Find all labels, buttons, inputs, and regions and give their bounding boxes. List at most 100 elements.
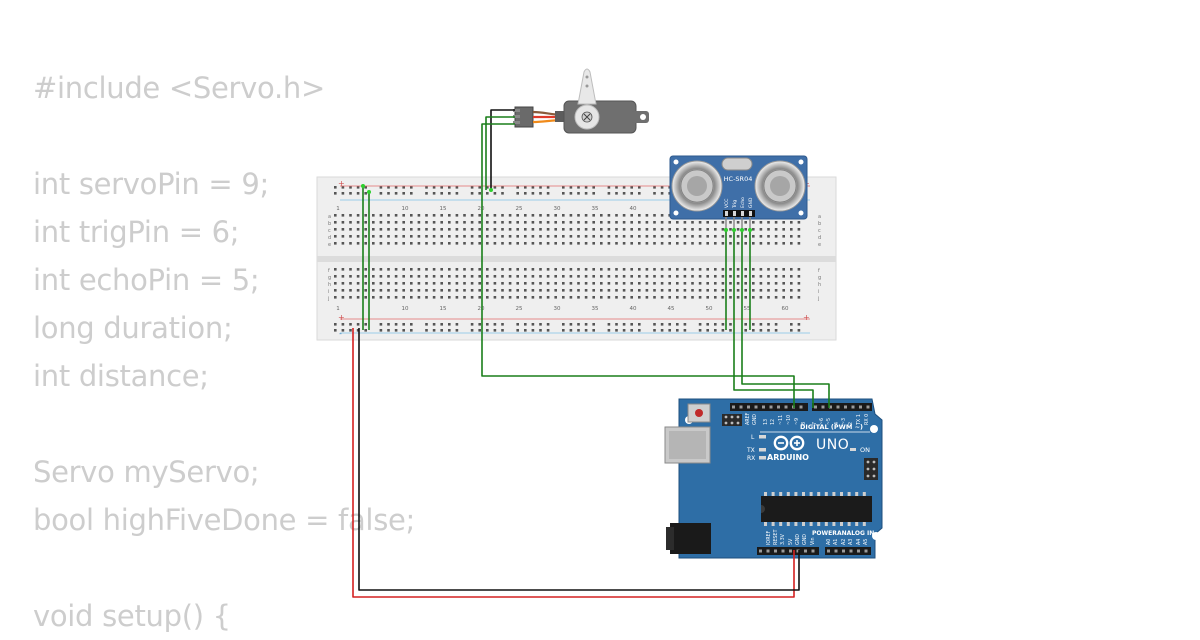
breadboard-hole — [417, 228, 421, 231]
header-pin — [804, 549, 807, 553]
breadboard-hole — [676, 282, 679, 285]
breadboard-hole — [592, 235, 595, 238]
breadboard-hole — [767, 296, 770, 299]
breadboard-hole — [706, 323, 709, 326]
breadboard-hole — [379, 282, 383, 285]
breadboard-hole — [774, 268, 778, 271]
breadboard-hole — [440, 275, 443, 278]
breadboard-hole — [539, 268, 542, 271]
breadboard-hole — [394, 235, 398, 238]
breadboard-hole — [752, 275, 755, 278]
breadboard-hole — [691, 221, 694, 224]
breadboard-hole — [501, 186, 504, 189]
chip-pin — [779, 492, 783, 496]
breadboard-hole — [470, 235, 474, 238]
breadboard-hole — [539, 228, 542, 231]
breadboard-hole — [463, 289, 466, 292]
breadboard-hole — [668, 329, 671, 332]
breadboard-hole — [577, 296, 580, 299]
breadboard-hole — [554, 235, 557, 238]
breadboard-hole — [729, 289, 732, 292]
breadboard-hole — [790, 221, 793, 224]
breadboard-hole — [600, 296, 603, 299]
breadboard-hole — [402, 221, 405, 224]
arduino-power-pin-label: GND — [802, 534, 808, 545]
breadboard-hole — [630, 289, 633, 292]
breadboard-hole — [448, 323, 451, 326]
breadboard-hole — [493, 228, 497, 231]
breadboard-hole — [706, 329, 709, 332]
breadboard-hole — [706, 221, 709, 224]
breadboard-hole — [394, 192, 398, 195]
breadboard-hole — [736, 282, 740, 285]
breadboard-hole — [584, 289, 588, 292]
chip-pin — [832, 522, 836, 526]
breadboard-hole — [410, 235, 413, 238]
breadboard-hole — [714, 289, 717, 292]
power-label: POWER — [812, 530, 837, 537]
breadboard-hole — [501, 242, 504, 245]
breadboard-hole — [622, 192, 626, 195]
breadboard-hole — [501, 214, 504, 217]
breadboard-hole — [531, 228, 535, 231]
breadboard-hole — [501, 329, 504, 332]
breadboard-hole — [486, 235, 489, 238]
breadboard-hole — [349, 329, 352, 332]
breadboard-hole — [425, 214, 428, 217]
breadboard-hole — [774, 296, 778, 299]
breadboard-hole — [615, 275, 618, 278]
breadboard-hole — [752, 228, 755, 231]
breadboard-hole — [645, 268, 649, 271]
breadboard-hole — [721, 323, 725, 326]
arduino-analog-pin-label: A3 — [848, 539, 854, 545]
breadboard-hole — [508, 228, 512, 231]
row-letter-left: b — [328, 221, 331, 227]
breadboard-hole — [797, 228, 801, 231]
breadboard-hole — [797, 329, 801, 332]
breadboard-hole — [615, 186, 618, 189]
led-l-label: L — [751, 434, 755, 441]
breadboard-hole — [653, 228, 656, 231]
breadboard-hole — [501, 282, 504, 285]
breadboard-hole — [615, 235, 618, 238]
breadboard-hole — [615, 214, 618, 217]
header-pin — [834, 549, 838, 553]
breadboard-hole — [744, 289, 747, 292]
breadboard-hole — [463, 296, 466, 299]
wire-sensor-trig — [733, 228, 814, 408]
breadboard-hole — [417, 282, 421, 285]
breadboard-hole — [432, 296, 436, 299]
arduino-top-pin-label: 4 — [834, 422, 840, 425]
breadboard-hole — [501, 268, 504, 271]
breadboard-hole — [402, 228, 405, 231]
breadboard-hole — [584, 214, 588, 217]
breadboard-hole — [584, 186, 588, 189]
breadboard-hole — [645, 221, 649, 224]
breadboard-hole — [372, 289, 375, 292]
header-pin — [844, 405, 847, 409]
breadboard-hole — [486, 228, 489, 231]
breadboard-hole — [729, 242, 732, 245]
breadboard-hole — [372, 242, 375, 245]
breadboard-hole — [463, 268, 466, 271]
breadboard-hole — [501, 192, 504, 195]
breadboard-hole — [782, 221, 785, 224]
breadboard-hole — [334, 323, 337, 326]
breadboard-hole — [364, 289, 367, 292]
breadboard-hole — [797, 268, 801, 271]
breadboard-hole — [562, 235, 565, 238]
breadboard-hole — [402, 186, 405, 189]
breadboard-hole — [478, 289, 481, 292]
arduino-power-pin-label: 3.3V — [780, 533, 786, 545]
row-letter-left: i — [328, 289, 329, 295]
breadboard-hole — [615, 282, 618, 285]
breadboard-hole — [736, 235, 740, 238]
breadboard-hole — [379, 228, 383, 231]
breadboard-hole — [676, 268, 679, 271]
header-pin — [777, 405, 780, 409]
breadboard-hole — [790, 228, 793, 231]
breadboard-hole — [341, 235, 345, 238]
breadboard-hole — [759, 228, 763, 231]
breadboard-hole — [402, 289, 405, 292]
